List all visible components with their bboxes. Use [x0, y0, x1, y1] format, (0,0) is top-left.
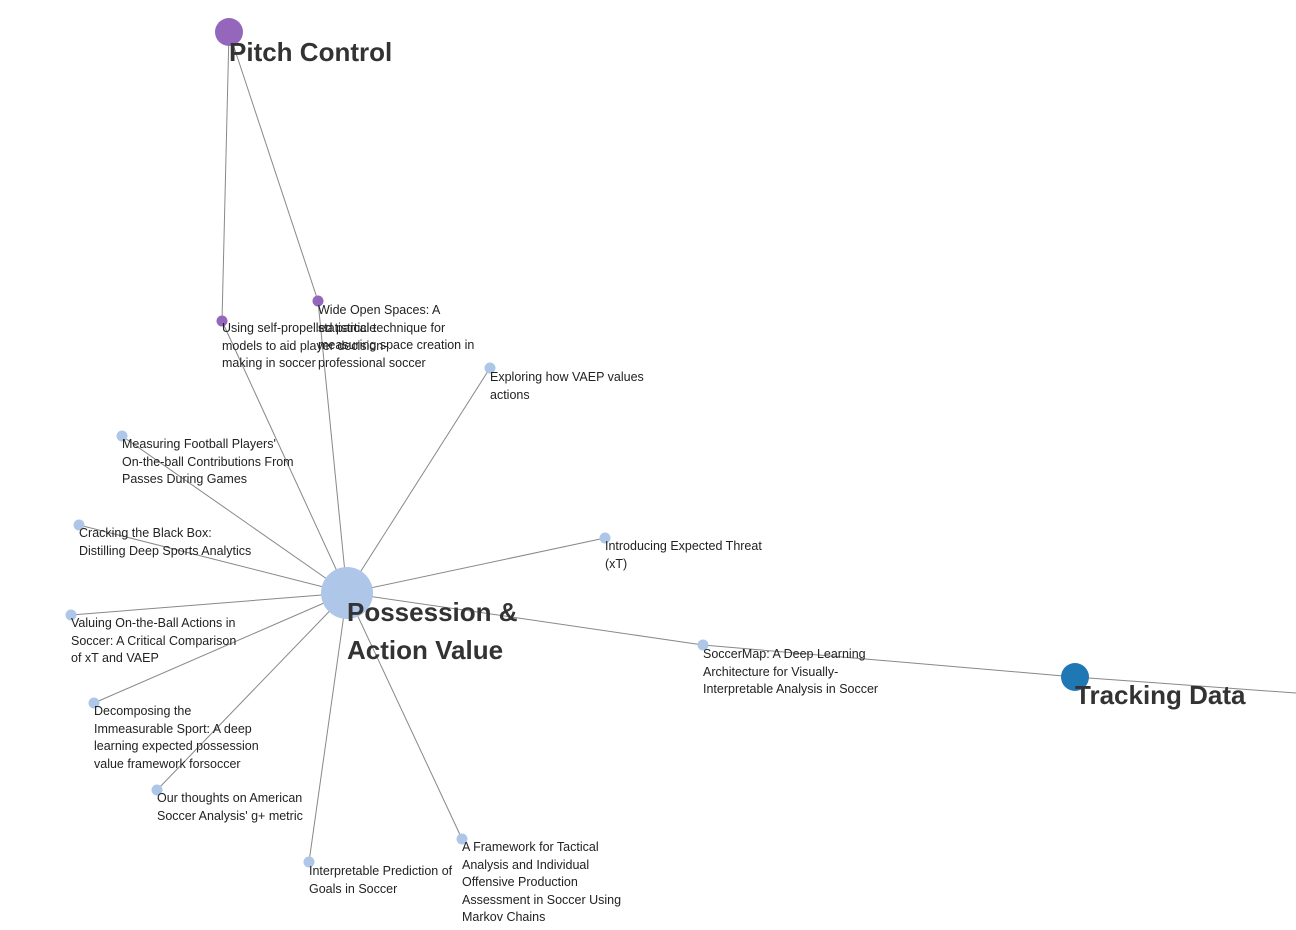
paper-node-measuring-on-ball[interactable] — [116, 430, 128, 442]
link-possession_action_value-interpretable_goals — [308, 592, 348, 863]
hub-label-pitch-control[interactable]: Pitch Control — [229, 37, 393, 67]
link-possession_action_value-measuring_on_ball — [121, 435, 348, 594]
paper-label-markov-chains[interactable]: A Framework for Tactical Analysis and In… — [462, 840, 622, 924]
paper-node-exploring-vaep[interactable] — [484, 362, 496, 374]
paper-node-markov-chains[interactable] — [456, 833, 468, 845]
link-possession_action_value-g_plus — [156, 592, 348, 791]
paper-node-wide-open-spaces[interactable] — [312, 295, 324, 307]
paper-node-g-plus[interactable] — [151, 784, 163, 796]
paper-node-self-propelled[interactable] — [216, 315, 228, 327]
paper-node-introducing-xt[interactable] — [599, 532, 611, 544]
hub-node-pitch-control[interactable] — [215, 18, 243, 46]
link-pitch_control-self_propelled — [221, 31, 230, 322]
paper-node-interpretable-goals[interactable] — [303, 856, 315, 868]
link-possession_action_value-introducing_xt — [346, 537, 606, 594]
link-possession_action_value-soccermap — [346, 592, 704, 646]
hub-label-tracking-data[interactable]: Tracking Data — [1075, 680, 1246, 710]
paper-label-decomposing[interactable]: Decomposing the Immeasurable Sport: A de… — [94, 704, 259, 771]
paper-label-self-propelled[interactable]: Using self-propelled particle models to … — [222, 321, 388, 370]
paper-node-valuing-on-ball[interactable] — [65, 609, 77, 621]
hub-node-possession-action-value[interactable] — [321, 567, 373, 619]
paper-label-wide-open-spaces[interactable]: Wide Open Spaces: A statistical techniqu… — [318, 303, 475, 370]
paper-label-interpretable-goals[interactable]: Interpretable Prediction of Goals in Soc… — [309, 864, 453, 896]
paper-label-cracking-black-box[interactable]: Cracking the Black Box: Distilling Deep … — [79, 526, 252, 558]
paper-label-soccermap[interactable]: SoccerMap: A Deep Learning Architecture … — [703, 647, 879, 696]
hub-label-possession-action-value[interactable]: Possession & Action Value — [347, 597, 518, 665]
paper-node-cracking-black-box[interactable] — [73, 519, 85, 531]
link-tracking_data-offscreen_tracking_neighbor — [1074, 676, 1296, 694]
link-tracking_data-soccermap — [702, 644, 1076, 678]
paper-label-introducing-xt[interactable]: Introducing Expected Threat (xT) — [605, 539, 762, 571]
paper-label-g-plus[interactable]: Our thoughts on American Soccer Analysis… — [157, 791, 303, 823]
link-possession_action_value-wide_open_spaces — [317, 300, 348, 594]
link-possession_action_value-cracking_black_box — [78, 524, 348, 594]
paper-label-exploring-vaep[interactable]: Exploring how VAEP values actions — [490, 370, 644, 402]
link-possession_action_value-self_propelled — [221, 320, 348, 594]
link-possession_action_value-markov_chains — [346, 592, 463, 840]
link-possession_action_value-exploring_vaep — [346, 367, 491, 594]
paper-label-valuing-on-ball[interactable]: Valuing On-the-Ball Actions in Soccer: A… — [71, 616, 237, 665]
paper-node-soccermap[interactable] — [697, 639, 709, 651]
paper-label-measuring-on-ball[interactable]: Measuring Football Players' On-the-ball … — [122, 437, 294, 486]
link-pitch_control-wide_open_spaces — [228, 31, 319, 302]
paper-node-decomposing[interactable] — [88, 697, 100, 709]
link-possession_action_value-decomposing — [93, 592, 348, 704]
link-possession_action_value-valuing_on_ball — [70, 592, 348, 616]
hub-node-tracking-data[interactable] — [1061, 663, 1089, 691]
